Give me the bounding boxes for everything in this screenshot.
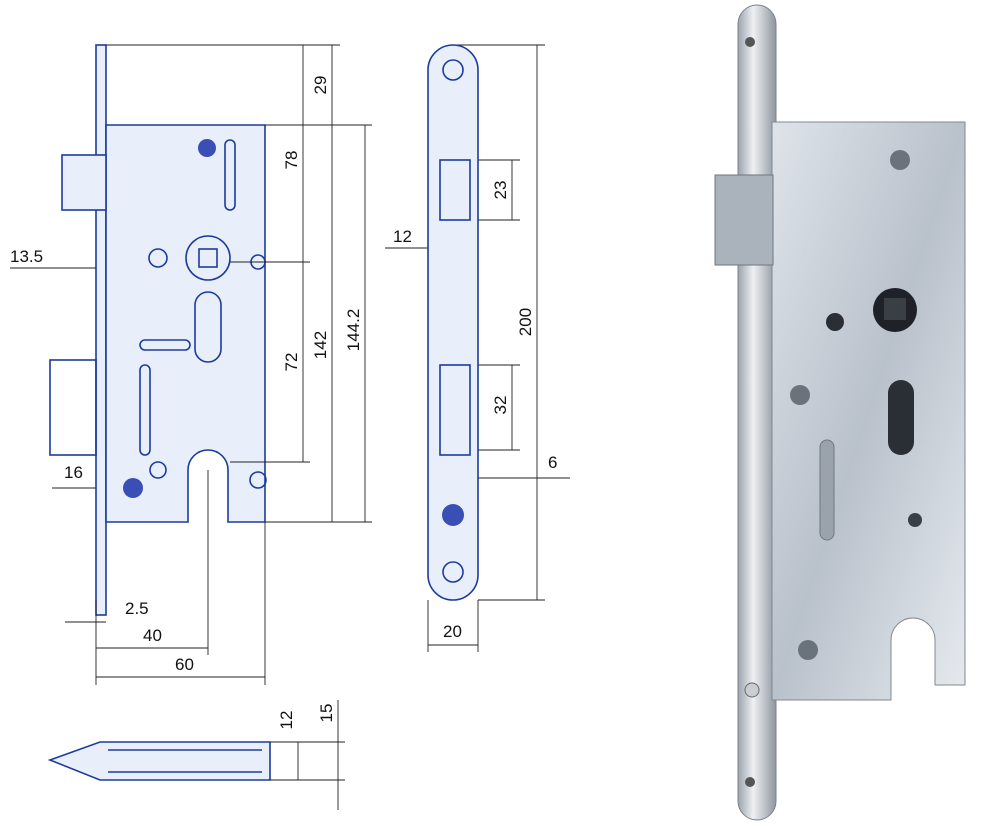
dim-bottom-inner: 12 [277,711,296,730]
dim-bottom-outer: 15 [317,704,336,723]
dim-backset: 40 [143,626,162,645]
dim-spindle-to-cylinder: 72 [282,353,301,372]
dim-bolt-slot: 32 [491,396,510,415]
deadbolt [49,359,97,456]
dim-slot-offset: 12 [393,227,412,246]
dim-body-depth: 60 [175,655,194,674]
faceplate-view [427,44,479,601]
dim-top-offset: 29 [311,76,330,95]
dim-bolt-projection: 16 [64,463,83,482]
dim-body-height: 142 [311,331,330,359]
latch [61,154,107,211]
dim-latch-projection: 13.5 [10,247,43,266]
dim-latch-slot: 23 [491,181,510,200]
lock-photo [714,4,966,821]
side-view [47,44,271,781]
dim-faceplate-length: 200 [516,308,535,336]
dim-latch-to-spindle: 78 [282,151,301,170]
lock-body [105,124,266,523]
dim-faceplate-width: 20 [443,622,462,641]
dim-body-height-full: 144.2 [344,309,363,352]
faceplate-edge [95,44,107,616]
dim-plate-thickness: 2.5 [125,599,149,618]
bottom-view [47,741,271,781]
dim-offset: 6 [548,453,557,472]
